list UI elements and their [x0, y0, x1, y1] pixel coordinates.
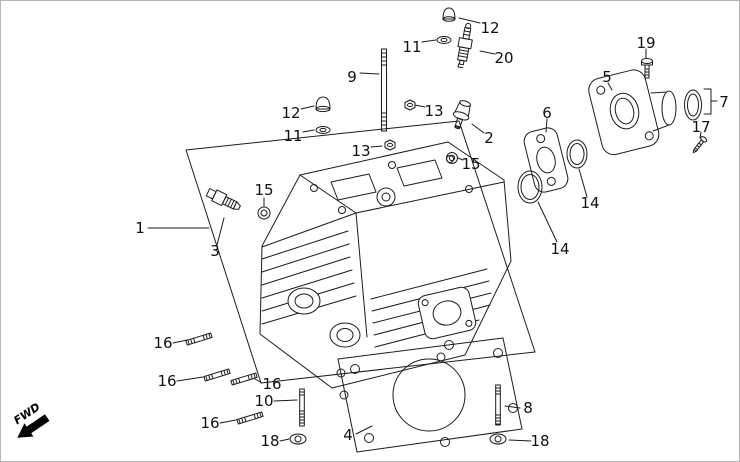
valve-guide-2-drawing — [452, 100, 471, 130]
nut-13-upper-drawing — [404, 99, 416, 111]
callout-5: 5 — [602, 68, 612, 86]
callout-16-a: 16 — [153, 334, 172, 352]
callout-19: 19 — [636, 34, 655, 52]
callout-16-d: 16 — [200, 414, 219, 432]
gasket-6-drawing — [523, 127, 569, 193]
part-1-boundary-box — [185, 120, 536, 384]
leader-lines — [147, 17, 718, 442]
callout-18-left: 18 — [260, 432, 279, 450]
callout-10: 10 — [254, 392, 273, 410]
callout-12-top: 12 — [480, 19, 499, 37]
callout-15-center: 15 — [461, 155, 480, 173]
oring-15-left-drawing — [257, 206, 271, 220]
washer-top-drawing — [436, 36, 452, 44]
oring-14-large-drawing — [517, 170, 543, 204]
bolt-19-drawing — [641, 58, 653, 79]
callout-17: 17 — [691, 118, 710, 136]
washer-left-drawing — [315, 126, 331, 134]
bolt-10-drawing — [299, 388, 305, 427]
spark-plug-drawing — [457, 23, 473, 69]
callout-8: 8 — [523, 399, 533, 417]
screw-17-drawing — [692, 136, 708, 154]
callout-2: 2 — [484, 129, 494, 147]
callout-4: 4 — [343, 426, 353, 444]
manifold-tube-drawing — [650, 90, 677, 132]
cap-nut-left-drawing — [315, 96, 331, 113]
sensor-3-drawing — [205, 188, 241, 210]
callout-11-top: 11 — [402, 38, 421, 56]
oring-14-small-drawing — [566, 139, 588, 169]
insulator-7-drawing — [684, 89, 702, 121]
callout-15-left: 15 — [254, 181, 273, 199]
fwd-arrow-icon — [17, 414, 50, 438]
callout-14-lower: 14 — [550, 240, 569, 258]
callout-20: 20 — [494, 49, 513, 67]
callout-16-b: 16 — [157, 372, 176, 390]
callout-9: 9 — [347, 68, 357, 86]
intake-manifold-5-drawing — [588, 69, 660, 156]
fwd-indicator: FWD — [11, 400, 50, 438]
callout-7: 7 — [719, 93, 729, 111]
callout-11-left: 11 — [283, 127, 302, 145]
nut-13-lower-drawing — [384, 139, 396, 151]
cap-nut-top-drawing — [442, 7, 456, 22]
callout-18-right: 18 — [530, 432, 549, 450]
callout-1: 1 — [135, 219, 145, 237]
nut-18-left-drawing — [289, 433, 307, 445]
stud-16-c-drawing — [230, 372, 258, 386]
callout-12-left: 12 — [281, 104, 300, 122]
callout-16-c: 16 — [262, 375, 281, 393]
stud-8-drawing — [495, 384, 501, 426]
stud-16-a-drawing — [185, 332, 213, 346]
head-gasket-drawing — [337, 337, 523, 453]
callout-3: 3 — [210, 242, 220, 260]
stud-bolt-9-drawing — [381, 48, 387, 132]
nut-18-right-drawing — [489, 433, 507, 445]
callout-13-upper: 13 — [424, 102, 443, 120]
callout-13-lower: 13 — [351, 142, 370, 160]
stud-16-b-drawing — [203, 368, 231, 382]
stud-16-d-drawing — [236, 411, 264, 425]
cylinder-head-drawing — [259, 141, 512, 389]
callout-14-upper: 14 — [580, 194, 599, 212]
callout-6: 6 — [542, 104, 552, 122]
